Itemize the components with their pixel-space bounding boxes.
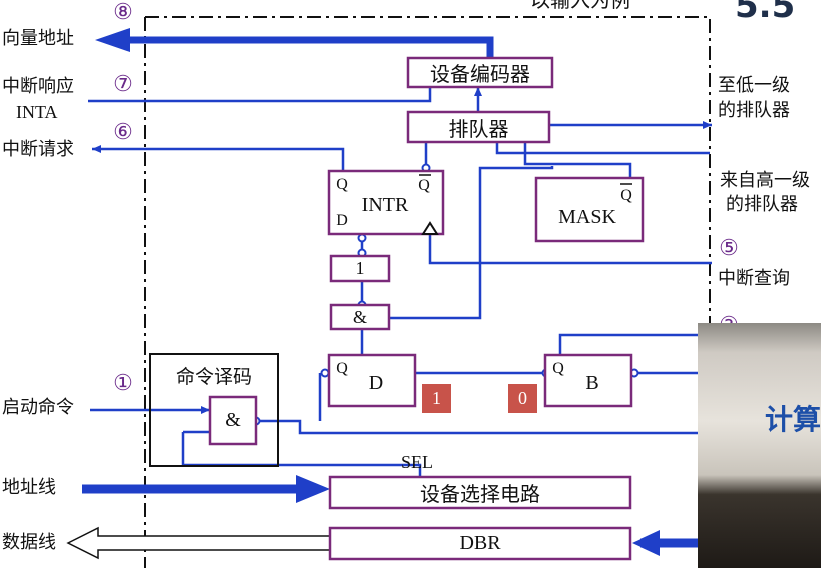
intr-clock-triangle [421,221,439,235]
int-request-label: 中断请求 [2,139,74,160]
vector-address-arrowhead [95,28,130,52]
dbr-in-arrowhead [632,530,660,556]
encoder-label: 设备编码器 [430,62,530,86]
address-arrowhead [296,475,330,503]
arrow-heads [95,28,660,556]
blocks [208,56,645,561]
top-right-fragment: 5.5 [735,0,796,26]
vector-address-label: 向量地址 [2,28,74,49]
vector-address-bus [130,36,494,60]
interface-boundary [144,16,711,568]
dev-select-label: 设备选择电路 [420,482,540,506]
intr-d-label: D [336,212,348,229]
intr-q-label: Q [336,176,348,193]
bff-label: B [585,371,599,394]
dbr-box [328,526,632,561]
video-caption: 计算 [765,403,821,436]
or-box [329,254,391,283]
to-lower-label-2: 的排队器 [718,100,790,121]
inta-wire [88,85,432,103]
step-8-marker: ⑧ [113,0,133,24]
sel-label: SEL [400,451,433,472]
cmd-and-label: & [225,409,241,431]
step-7-marker: ⑦ [113,71,133,96]
queue-label: 排队器 [448,116,509,141]
start-command-label: 启动命令 [2,397,74,418]
mask-label: MASK [558,205,616,228]
top-title-fragment: 以输入为例 [530,0,630,12]
or-gate-label: 1 [355,258,365,278]
from-higher-label-1: 来自高一级 [720,170,810,191]
dff-state-one: 1 [422,384,451,413]
and-box [329,303,391,331]
queue-box [406,110,551,144]
int-ack-label: 中断响应 [2,76,74,97]
data-line-hollow-arrow [66,526,331,560]
int-query-wire [428,232,712,265]
cmd-and-out [260,419,700,435]
mask-qbar-to-queue [523,142,632,178]
and-input-from-b [390,166,554,320]
dff-q-label: Q [336,360,348,377]
and-gate-label: & [352,306,367,327]
bff-box [543,353,633,408]
overbars [419,174,632,185]
dff-box [327,353,417,408]
step-5-marker: ⑤ [719,235,739,260]
intr-qbar-label: Q [418,177,430,194]
dff-label: D [368,371,384,394]
sel-wire [181,432,422,478]
inta-label: INTA [16,102,58,122]
bubble-d-q [320,368,330,378]
cmd-decode-label: 命令译码 [175,365,252,388]
mask-qbar-label: Q [620,187,632,204]
bff-q-label: Q [552,360,564,377]
bff-state-zero: 0 [508,384,537,413]
data-line-label: 数据线 [2,532,56,553]
encoder-box [406,56,554,89]
int-request-wire [92,145,345,172]
b-feedback [558,333,700,355]
step-1-marker: ① [113,370,133,395]
mask-box [534,176,645,243]
dev-select-box [328,475,632,510]
cmd-decode-box [149,353,279,467]
cmd-and-box [208,395,258,446]
lecturer-video-overlay [698,323,821,568]
intr-box [327,169,445,236]
dbr-label: DBR [459,532,501,554]
to-lower-label-1: 至低一级 [718,75,790,96]
int-query-label: 中断查询 [718,268,790,289]
from-higher [495,142,710,155]
step-6-marker: ⑥ [113,119,133,144]
bubble-intr-d [357,233,367,243]
address-line-label: 地址线 [2,477,56,498]
intr-label: INTR [361,193,409,216]
from-higher-label-2: 的排队器 [726,194,798,215]
